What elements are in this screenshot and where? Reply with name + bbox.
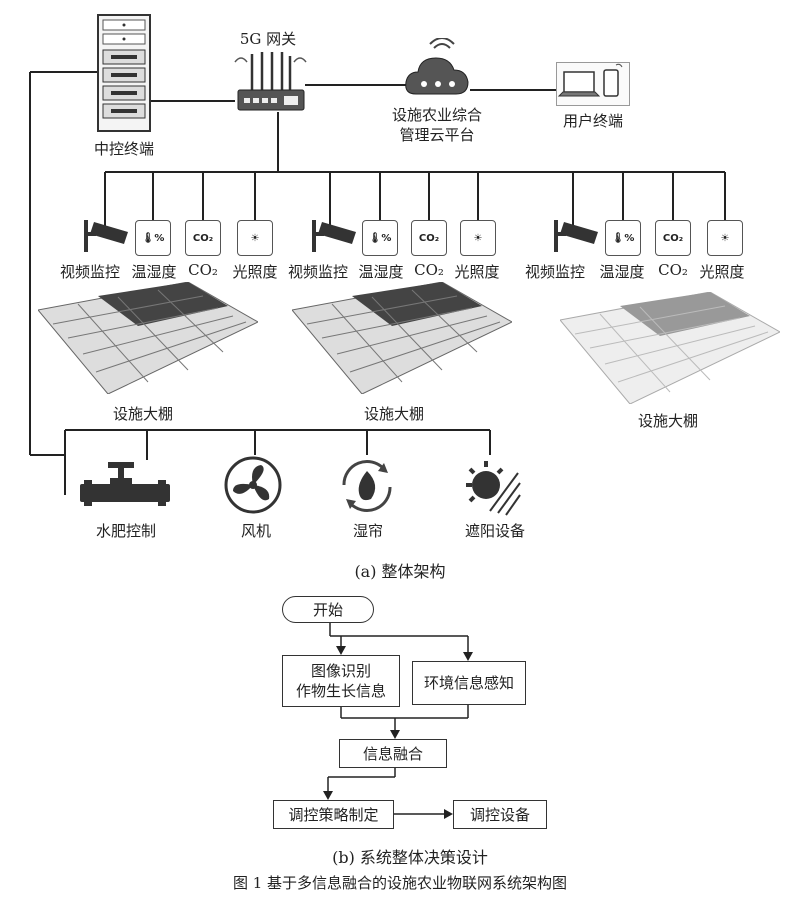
camera-icon <box>312 220 356 252</box>
cloud-label-line2: 管理云平台 <box>399 126 475 144</box>
video-label: 视频监控 <box>59 263 121 281</box>
flow-image-recognition: 图像识别 作物生长信息 <box>282 655 400 707</box>
laptop-phone-icon <box>556 62 630 106</box>
flow-strategy: 调控策略制定 <box>273 800 394 829</box>
co2-label: CO₂ <box>414 261 444 279</box>
greenhouse-image <box>38 282 258 394</box>
flow-control-device: 调控设备 <box>453 800 547 829</box>
user-terminal-label: 用户终端 <box>562 112 624 130</box>
server-rack-icon <box>97 14 151 132</box>
temp-humidity-label: 温湿度 <box>131 263 177 281</box>
co2-icon: CO₂ <box>411 220 447 256</box>
co2-icon: CO₂ <box>655 220 691 256</box>
flow-env-sensing: 环境信息感知 <box>412 661 526 705</box>
fan-icon <box>224 456 282 514</box>
caption-a: (a) 整体架构 <box>354 562 446 581</box>
cloud-label-line1: 设施农业综合 <box>391 106 483 124</box>
wet-curtain-icon <box>342 460 392 512</box>
camera-icon <box>554 220 598 252</box>
sun-icon: ☀ <box>237 220 273 256</box>
thermometer-icon: 🌡% <box>362 220 398 256</box>
cloud-icon <box>405 38 469 95</box>
camera-icon <box>84 220 128 252</box>
sun-icon: ☀ <box>707 220 743 256</box>
co2-label: CO₂ <box>188 261 218 279</box>
actuator-label-shade: 遮阳设备 <box>464 522 526 540</box>
temp-humidity-label: 温湿度 <box>599 263 645 281</box>
flow-image-recognition-line1: 图像识别 <box>310 662 371 680</box>
light-label: 光照度 <box>232 263 278 281</box>
actuator-label-water-fertilizer: 水肥控制 <box>95 522 157 540</box>
co2-icon: CO₂ <box>185 220 221 256</box>
greenhouse-label: 设施大棚 <box>637 412 699 430</box>
greenhouse-image <box>292 282 512 394</box>
actuator-label-fan: 风机 <box>240 522 272 540</box>
greenhouse-label: 设施大棚 <box>112 405 174 423</box>
flow-image-recognition-line2: 作物生长信息 <box>295 682 386 700</box>
router-icon <box>234 52 307 111</box>
cloud-label: 设施农业综合 管理云平台 <box>392 105 482 145</box>
gateway-label: 5G 网关 <box>239 30 297 48</box>
shade-icon <box>466 461 521 516</box>
thermometer-icon: 🌡% <box>135 220 171 256</box>
co2-label: CO₂ <box>658 261 688 279</box>
sun-icon: ☀ <box>460 220 496 256</box>
actuator-label-wet-curtain: 湿帘 <box>352 522 384 540</box>
flow-start: 开始 <box>282 596 374 623</box>
thermometer-icon: 🌡% <box>605 220 641 256</box>
greenhouse-label: 设施大棚 <box>363 405 425 423</box>
light-label: 光照度 <box>699 263 745 281</box>
caption-b: (b) 系统整体决策设计 <box>332 848 488 867</box>
central-terminal-label: 中控终端 <box>93 140 155 158</box>
video-label: 视频监控 <box>287 263 349 281</box>
figure-caption: 图 1 基于多信息融合的设施农业物联网系统架构图 <box>232 874 568 892</box>
greenhouse-image <box>560 292 780 404</box>
valve-icon <box>80 462 170 506</box>
flow-info-fusion: 信息融合 <box>339 739 447 768</box>
temp-humidity-label: 温湿度 <box>358 263 404 281</box>
video-label: 视频监控 <box>524 263 586 281</box>
light-label: 光照度 <box>454 263 500 281</box>
